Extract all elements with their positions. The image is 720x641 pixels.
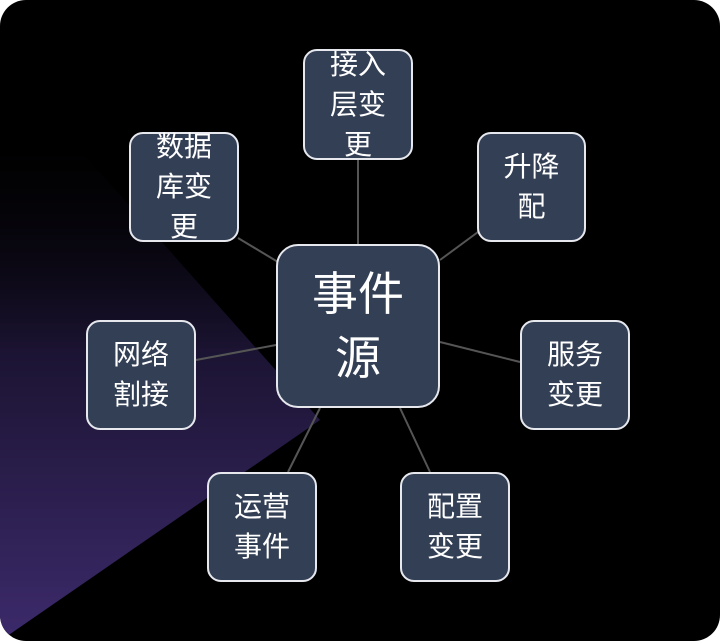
node-config-label: 配置变更 [426,490,483,563]
node-service-label: 服务变更 [546,338,603,411]
node-config: 配置变更 [400,472,510,582]
connector-network [195,344,277,361]
node-access-layer: 接入层变更 [303,48,413,161]
connector-scaling [439,231,479,261]
connector-ops [287,407,321,473]
node-event-source: 事件源 [276,244,440,408]
connector-config [399,407,431,473]
node-access-layer-label: 接入层变更 [329,47,386,161]
node-database: 数据库变更 [129,130,239,243]
node-service: 服务变更 [520,320,630,430]
node-network: 网络割接 [86,320,196,430]
node-ops: 运营事件 [207,472,317,582]
node-scaling: 升降配 [477,132,586,242]
node-ops-label: 运营事件 [233,490,290,563]
node-network-label: 网络割接 [112,338,169,411]
node-database-label: 数据库变更 [155,130,212,243]
connector-service [439,341,521,363]
connector-database [237,237,279,263]
node-scaling-label: 升降配 [503,150,560,223]
node-event-source-label: 事件源 [312,267,404,385]
